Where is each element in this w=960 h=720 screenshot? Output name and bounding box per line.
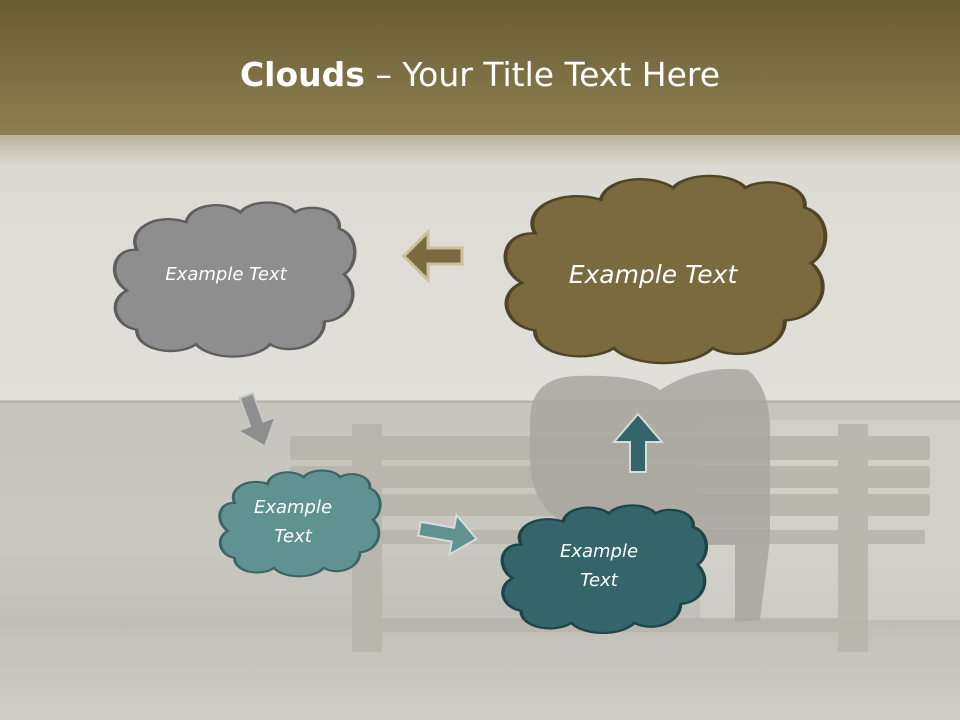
title-separator: – bbox=[364, 55, 403, 94]
arrow-right-icon bbox=[417, 512, 479, 557]
title-bold: Clouds bbox=[239, 55, 365, 94]
cloud-large-olive-label: Example Text bbox=[568, 259, 738, 289]
arrow-left-icon bbox=[401, 228, 464, 284]
arrow-up-icon bbox=[611, 412, 665, 473]
slide-title: Clouds – Your Title Text Here bbox=[0, 52, 960, 98]
ground bbox=[0, 628, 960, 720]
cloud-dark-teal-label: Example Text bbox=[559, 541, 639, 591]
people-silhouette bbox=[530, 368, 771, 625]
cloud-gray-label: Example Text bbox=[165, 263, 287, 285]
arrow-down-icon bbox=[235, 392, 278, 448]
cloud-small-teal-label: Example Text bbox=[253, 497, 333, 547]
title-banner bbox=[0, 0, 960, 135]
title-rest: Your Title Text Here bbox=[402, 55, 721, 94]
